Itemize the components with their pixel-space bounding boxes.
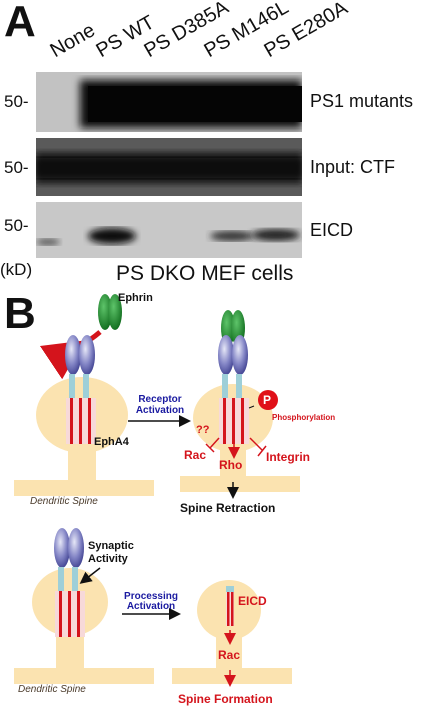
label-integrin: Integrin [266, 450, 310, 464]
label-rac-bottom: Rac [218, 648, 241, 662]
integrin-inhibition-line [249, 437, 263, 451]
mw-unit-kd: (kD) [0, 260, 33, 279]
epha4-receptor-top-right [218, 335, 249, 444]
mw-marker-50-blot1: 50- [4, 92, 29, 111]
integrin-inhibition-bar [257, 445, 267, 457]
label-activity: Activity [88, 553, 128, 565]
blot-label-eicd: EICD [310, 220, 354, 240]
label-dendritic-spine-top: Dendritic Spine [30, 496, 98, 507]
synaptic-activity-arrow [79, 567, 101, 584]
epha4-receptor-top-left [65, 335, 96, 444]
mw-marker-50-blot2: 50- [4, 158, 29, 177]
mw-marker-50-blot3: 50- [4, 216, 29, 235]
label-question: ?? [196, 424, 210, 436]
rac-inhibition-bar [205, 443, 215, 453]
label-rac-top: Rac [184, 448, 207, 462]
label-activation-top: Activation [135, 405, 185, 416]
eicd-fragment [226, 586, 234, 626]
label-rho: Rho [219, 458, 243, 472]
blot-eicd [36, 202, 302, 258]
label-p: P [263, 393, 272, 407]
phospho-connector [248, 405, 255, 409]
panel-a-caption: PS DKO MEF cells [116, 262, 294, 285]
label-spine-formation: Spine Formation [178, 692, 273, 706]
label-activation-bottom: Activation [126, 601, 176, 612]
label-receptor: Receptor [138, 394, 182, 405]
blot-ps1-mutants [36, 72, 302, 132]
label-dendritic-spine-bottom: Dendritic Spine [18, 684, 86, 695]
blot-input-ctf [36, 138, 302, 196]
receptor-bottom-left [54, 528, 85, 637]
phospho-circle [258, 390, 278, 410]
label-eicd-diagram: EICD [238, 594, 267, 608]
label-phosphorylation: Phosphorylation [272, 413, 336, 422]
label-epha4: EphA4 [94, 436, 129, 448]
blot-label-ps1-mutants: PS1 mutants [310, 91, 414, 111]
label-synaptic: Synaptic [88, 540, 134, 552]
label-spine-retraction: Spine Retraction [180, 501, 276, 515]
rac-inhibition-line [209, 437, 220, 449]
blot-label-input-ctf: Input: CTF [310, 157, 396, 177]
label-ephrin: Ephrin [118, 292, 153, 304]
panel-b-letter: B [4, 289, 36, 338]
ephrin-ligand-top-left [98, 294, 122, 330]
label-processing: Processing [124, 591, 178, 602]
panel-a-letter: A [4, 0, 36, 46]
